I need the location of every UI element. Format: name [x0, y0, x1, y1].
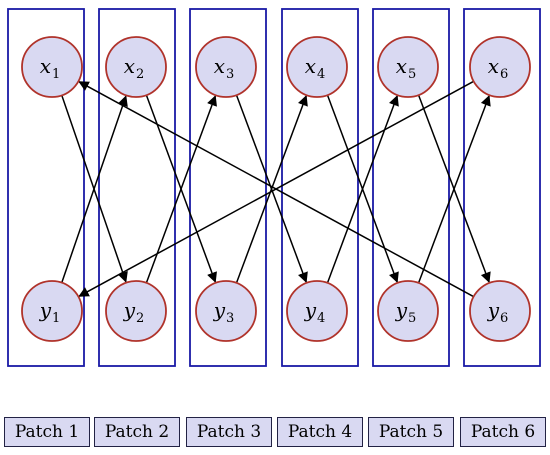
node-circle-x3: [195, 36, 257, 98]
node-variable: x: [214, 54, 225, 78]
node-x4: x4: [286, 36, 348, 98]
node-subscript: 2: [136, 67, 144, 82]
edge-y5-to-x6: [417, 95, 491, 284]
node-circle-y5: [377, 280, 439, 342]
node-subscript: 1: [52, 311, 60, 326]
node-label-y4: y4: [304, 298, 326, 326]
patch-label-6: Patch 6: [460, 417, 546, 447]
node-label-x6: x6: [488, 54, 509, 82]
node-circle-y4: [286, 280, 348, 342]
node-x2: x2: [105, 36, 167, 98]
node-label-x1: x1: [40, 54, 61, 82]
node-y4: y4: [286, 280, 348, 342]
node-variable: y: [395, 298, 408, 322]
node-subscript: 1: [52, 67, 60, 82]
node-subscript: 2: [136, 311, 144, 326]
node-y1: y1: [21, 280, 83, 342]
edge-x4-to-y5: [326, 94, 399, 283]
node-subscript: 4: [317, 67, 325, 82]
node-label-x3: x3: [214, 54, 235, 82]
node-circle-y6: [469, 280, 531, 342]
node-label-y2: y2: [123, 298, 145, 326]
node-variable: x: [40, 54, 51, 78]
node-circle-y1: [21, 280, 83, 342]
node-circle-y3: [195, 280, 257, 342]
node-variable: x: [488, 54, 499, 78]
node-circle-x4: [286, 36, 348, 98]
node-variable: y: [487, 298, 500, 322]
node-y3: y3: [195, 280, 257, 342]
node-variable: y: [304, 298, 317, 322]
node-subscript: 5: [408, 67, 416, 82]
edge-x6-to-y1: [78, 80, 475, 297]
node-label-y6: y6: [487, 298, 509, 326]
node-label-y1: y1: [39, 298, 61, 326]
node-subscript: 3: [226, 67, 234, 82]
node-x5: x5: [377, 36, 439, 98]
node-y2: y2: [105, 280, 167, 342]
node-y5: y5: [377, 280, 439, 342]
node-circle-y2: [105, 280, 167, 342]
node-variable: y: [39, 298, 52, 322]
patch-label-2: Patch 2: [94, 417, 180, 447]
edge-y1-to-x2: [61, 95, 128, 283]
node-variable: y: [123, 298, 136, 322]
node-label-x2: x2: [124, 54, 145, 82]
node-subscript: 6: [500, 67, 508, 82]
node-variable: x: [124, 54, 135, 78]
patch-label-3: Patch 3: [186, 417, 272, 447]
node-circle-x1: [21, 36, 83, 98]
patch-label-1: Patch 1: [4, 417, 90, 447]
node-label-y3: y3: [213, 298, 235, 326]
node-label-y5: y5: [395, 298, 417, 326]
node-subscript: 5: [408, 311, 416, 326]
node-variable: x: [305, 54, 316, 78]
node-subscript: 4: [317, 311, 325, 326]
node-circle-x2: [105, 36, 167, 98]
edge-y3-to-x4: [235, 95, 308, 284]
patch-label-5: Patch 5: [368, 417, 454, 447]
patch-label-4: Patch 4: [277, 417, 363, 447]
node-subscript: 6: [500, 311, 508, 326]
node-y6: y6: [469, 280, 531, 342]
node-circle-x6: [469, 36, 531, 98]
node-subscript: 3: [226, 311, 234, 326]
node-x1: x1: [21, 36, 83, 98]
node-x6: x6: [469, 36, 531, 98]
node-variable: y: [213, 298, 226, 322]
node-variable: x: [396, 54, 407, 78]
node-label-x4: x4: [305, 54, 326, 82]
node-x3: x3: [195, 36, 257, 98]
edge-x2-to-y3: [145, 94, 217, 283]
node-circle-x5: [377, 36, 439, 98]
node-label-x5: x5: [396, 54, 417, 82]
